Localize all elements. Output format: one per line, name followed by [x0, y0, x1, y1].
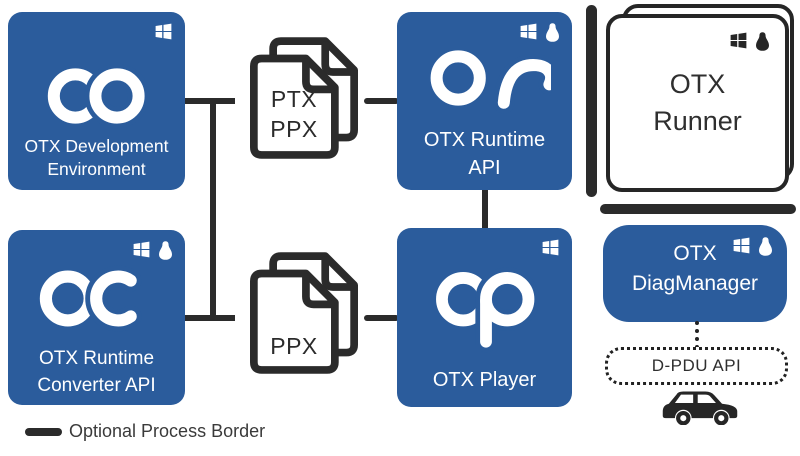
legend-label: Optional Process Border — [69, 421, 266, 441]
process-border-bar-horizontal — [600, 204, 796, 214]
process-border-bar-vertical — [586, 5, 597, 197]
linux-icon — [546, 23, 559, 42]
windows-icon — [520, 23, 537, 40]
otx-converter-logo — [39, 265, 142, 332]
document-label-line: PPX — [270, 333, 318, 359]
windows-icon — [733, 237, 750, 254]
node-label-line: Environment — [47, 159, 146, 179]
legend-optional-process-border: Optional Process Border — [25, 421, 265, 442]
connector-diagmanager-to-dpdu — [695, 321, 699, 349]
node-otx-runtime-api: OTX Runtime API — [397, 12, 572, 190]
connector-converter-to-junction — [183, 315, 235, 321]
node-label-line: OTX — [673, 242, 717, 265]
connector-docs-to-runtimeapi — [364, 98, 399, 104]
otx-infinity-logo — [47, 63, 150, 129]
connector-junction-vertical — [210, 98, 216, 321]
node-label-line: OTX — [669, 69, 726, 99]
node-label-line: OTX Runtime — [423, 129, 546, 151]
node-otx-development-environment: OTX Development Environment — [8, 12, 185, 190]
windows-icon — [155, 23, 172, 40]
node-otx-runner: OTX Runner — [606, 14, 789, 192]
node-label-line: OTX Development — [24, 136, 169, 156]
linux-icon — [759, 237, 772, 256]
connector-runtimeapi-to-player — [482, 186, 488, 232]
linux-icon — [159, 241, 172, 260]
legend-bar — [25, 427, 62, 436]
node-otx-diagmanager: OTX DiagManager — [603, 225, 787, 322]
node-label-line: OTX Player — [432, 369, 537, 391]
node-label-line: D-PDU API — [651, 356, 742, 375]
windows-icon — [542, 239, 559, 256]
document-label-line: PTX — [270, 86, 318, 112]
otx-player-logo — [436, 267, 540, 353]
document-icon — [250, 37, 358, 159]
node-label-line: OTX Runtime — [38, 348, 155, 369]
node-label-line: Runner — [653, 106, 742, 136]
otx-runtime-logo — [430, 50, 551, 114]
node-label-line: Converter API — [37, 375, 156, 396]
document-icon — [250, 252, 358, 374]
node-otx-runtime-converter-api: OTX Runtime Converter API — [8, 230, 185, 405]
document-stack-ptx-ppx: PTX PPX — [250, 36, 358, 162]
document-stack-ppx: PPX — [250, 251, 358, 377]
document-label-line: PPX — [270, 116, 318, 142]
windows-icon — [730, 32, 747, 49]
connector-docs-to-player — [364, 315, 399, 321]
windows-icon — [133, 241, 150, 258]
car-icon — [662, 391, 738, 425]
linux-icon — [756, 32, 769, 51]
node-otx-player: OTX Player — [397, 228, 572, 407]
node-dpdu-api: D-PDU API — [605, 347, 788, 385]
connector-devenv-to-junction — [183, 98, 235, 104]
node-label-line: DiagManager — [631, 272, 759, 295]
node-label-line: API — [468, 157, 501, 179]
